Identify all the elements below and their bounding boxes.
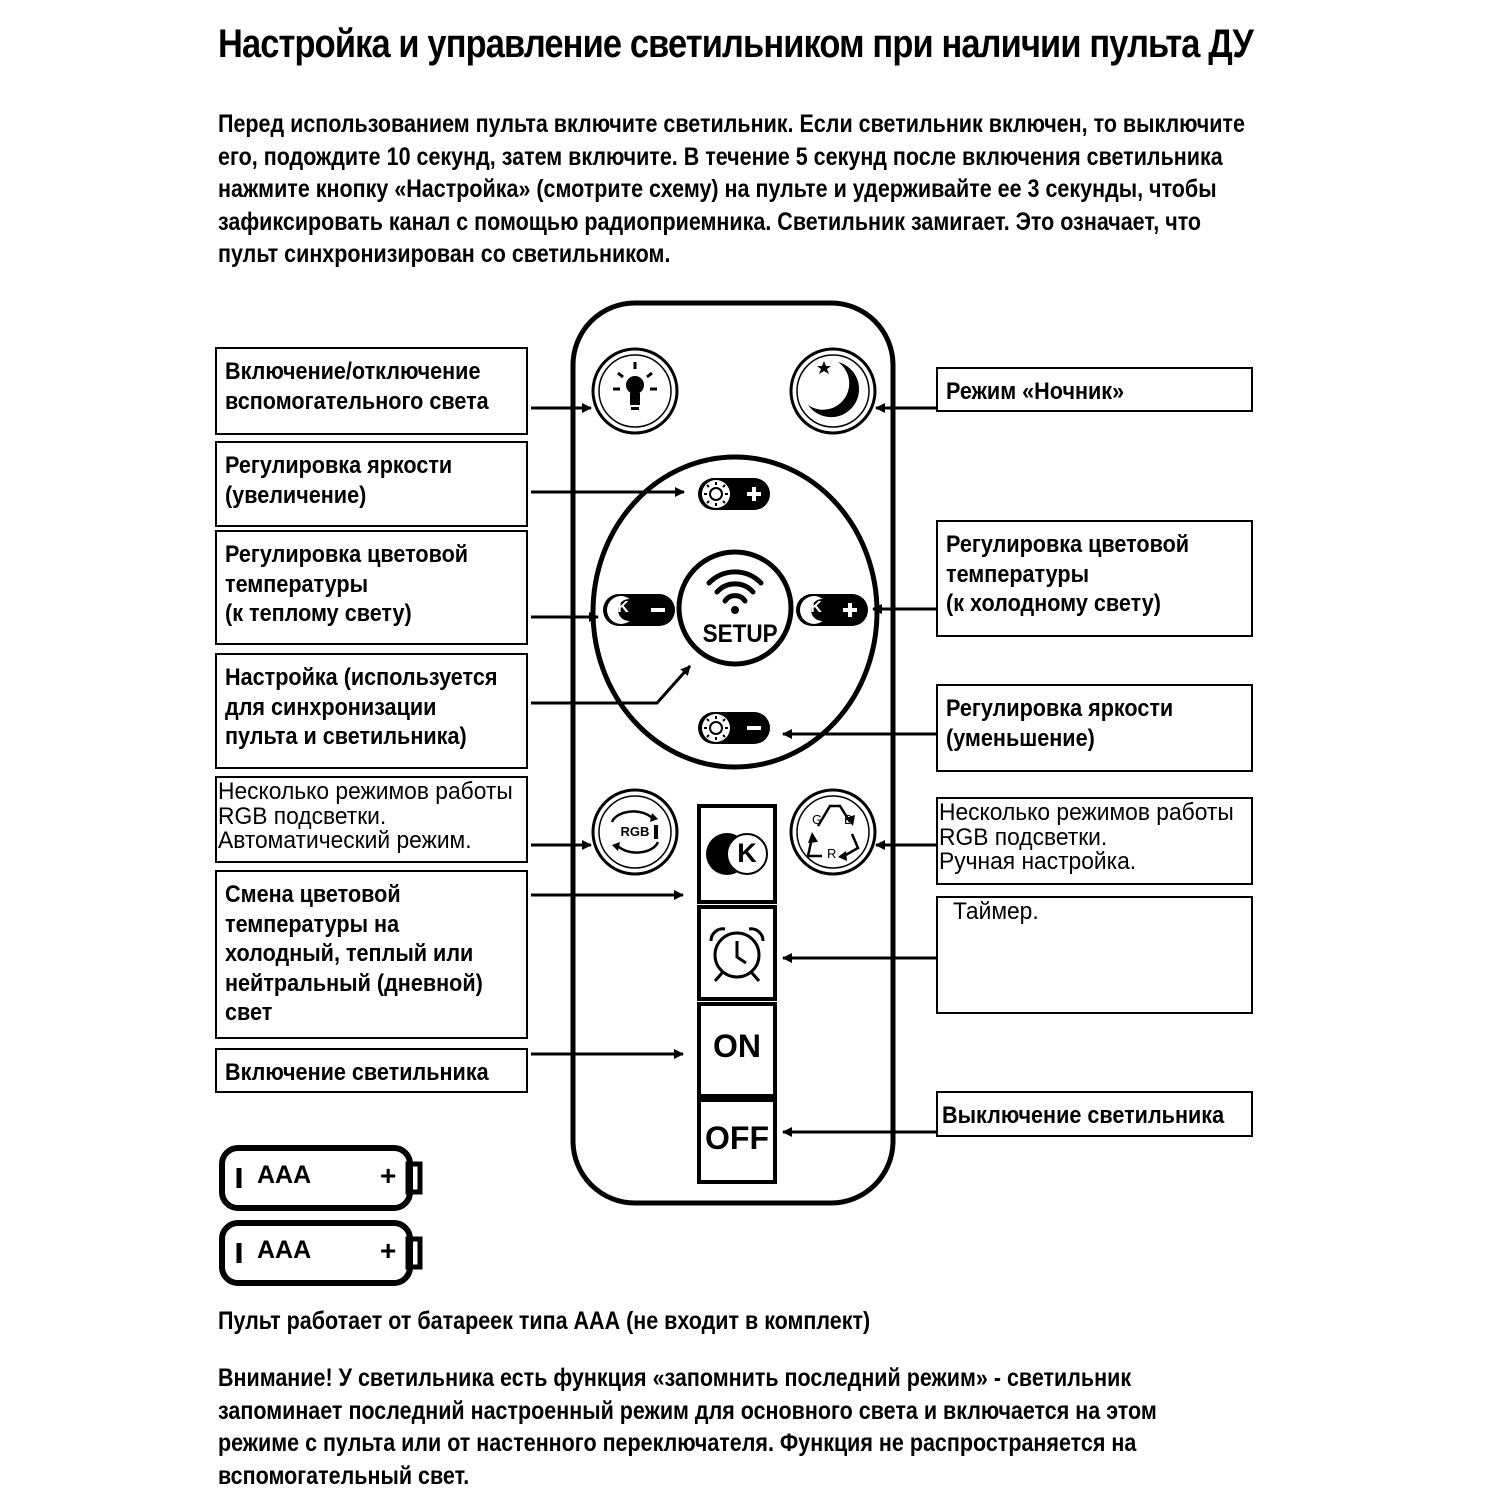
temp-cold-button[interactable]	[796, 594, 868, 626]
cycle-arrows-icon	[610, 810, 660, 854]
intro-line: его, подождите 10 секунд, затем включите…	[218, 142, 1223, 171]
label-temp-change: Смена цветовой температуры на холодный, …	[215, 870, 528, 1039]
label-text: Режим «Ночник»	[946, 378, 1125, 405]
rgb-auto-button[interactable]	[591, 788, 679, 876]
label-text: Смена цветовой температуры на холодный, …	[225, 881, 483, 1026]
warning-paragraph: Внимание! У светильника есть функция «за…	[218, 1362, 1157, 1492]
battery-2-label: AAA	[257, 1236, 312, 1264]
intro-line: Перед использованием пульта включите све…	[218, 110, 1245, 138]
label-temp-warm: Регулировка цветовой температуры (к тепл…	[215, 530, 528, 645]
label-text: Включение/отключение вспомогательного св…	[225, 358, 489, 415]
timer-button[interactable]	[697, 905, 777, 1001]
battery-note: Пульт работает от батареек типа ААА (не …	[218, 1305, 870, 1338]
label-setup: Настройка (используется для синхронизаци…	[215, 653, 528, 769]
r-letter: R	[827, 846, 837, 861]
battery-note-text: Пульт работает от батареек типа ААА (не …	[218, 1307, 871, 1335]
battery-1-plus: +	[380, 1160, 397, 1191]
arrow-setup	[531, 665, 692, 705]
setup-label: SETUP	[702, 620, 778, 648]
k-letter-warm: K	[617, 599, 629, 616]
wifi-icon	[706, 569, 764, 604]
warning-line: Внимание! У светильника есть функция «за…	[218, 1364, 1132, 1392]
brightness-down-button[interactable]	[698, 712, 770, 744]
page-title: Настройка и управление светильником при …	[218, 22, 1254, 66]
rgb-manual-button[interactable]	[789, 788, 877, 876]
off-label: OFF	[705, 1120, 769, 1156]
battery-2-plus: +	[380, 1235, 397, 1266]
warning-line: вспомогательный свет.	[218, 1461, 470, 1490]
setup-button[interactable]	[676, 549, 794, 667]
label-night-mode: Режим «Ночник»	[936, 367, 1253, 412]
brightness-up-button[interactable]	[698, 478, 770, 510]
g-letter: G	[812, 812, 823, 827]
label-brightness-up: Регулировка яркости (увеличение)	[215, 441, 528, 527]
label-text: Регулировка яркости (уменьшение)	[946, 695, 1174, 752]
label-temp-cold: Регулировка цветовой температуры (к холо…	[936, 520, 1253, 637]
intro-line: зафиксировать канал с помощью радиоприем…	[218, 207, 1202, 236]
star-icon	[817, 361, 831, 374]
battery-1	[219, 1145, 423, 1211]
temp-cycle-button[interactable]	[697, 804, 777, 904]
label-text: Настройка (используется для синхронизаци…	[225, 664, 498, 750]
battery-2	[219, 1220, 423, 1286]
warning-line: запоминает последний настроенный режим д…	[218, 1396, 1157, 1425]
label-power-on: Включение светильника	[215, 1048, 528, 1093]
battery-1-label: AAA	[257, 1161, 312, 1189]
k-letter-cold: K	[810, 599, 822, 616]
label-text: Таймер.	[953, 898, 1039, 925]
label-text: Несколько режимов работы RGB подсветки. …	[939, 799, 1234, 875]
label-power-off: Выключение светильника	[936, 1091, 1253, 1137]
moon-icon	[808, 362, 860, 418]
k-letter: K	[737, 838, 757, 868]
intro-line: пульт синхронизирован со светильником.	[218, 240, 671, 268]
on-label: ON	[713, 1028, 761, 1064]
off-button[interactable]	[697, 1098, 777, 1184]
warning-line: режиме с пульта или от настенного перекл…	[218, 1429, 1137, 1457]
label-text: Регулировка цветовой температуры (к тепл…	[225, 541, 469, 627]
on-button[interactable]	[697, 1002, 777, 1098]
temp-warm-button[interactable]	[603, 594, 675, 626]
rgb-label: RGB	[620, 824, 650, 839]
label-text: Выключение светильника	[942, 1102, 1225, 1129]
remote-body	[570, 300, 896, 1206]
callout-arrows	[531, 403, 936, 1137]
label-timer: Таймер.	[936, 896, 1253, 1014]
label-text: Несколько режимов работы RGB подсветки. …	[218, 778, 513, 854]
label-text: Регулировка яркости (увеличение)	[225, 452, 453, 509]
recycle-arrows-icon	[806, 804, 860, 858]
intro-paragraph: Перед использованием пульта включите све…	[218, 108, 1245, 271]
sun-icon	[704, 716, 728, 740]
aux-light-button[interactable]	[591, 347, 679, 435]
label-aux-light: Включение/отключение вспомогательного св…	[215, 347, 528, 435]
label-brightness-down: Регулировка яркости (уменьшение)	[936, 684, 1253, 772]
label-rgb-auto: Несколько режимов работы RGB подсветки. …	[215, 776, 528, 863]
label-rgb-manual: Несколько режимов работы RGB подсветки. …	[936, 797, 1253, 885]
night-mode-button[interactable]	[789, 347, 877, 435]
label-text: Регулировка цветовой температуры (к холо…	[946, 531, 1190, 617]
sun-icon	[704, 482, 728, 506]
plus-icon	[747, 487, 761, 501]
plus-icon	[843, 603, 857, 617]
label-text: Включение светильника	[225, 1059, 489, 1086]
lightbulb-icon	[613, 362, 657, 410]
intro-line: нажмите кнопку «Настройка» (смотрите схе…	[218, 175, 1217, 203]
b-letter: B	[844, 812, 853, 827]
alarm-clock-icon	[709, 927, 765, 982]
